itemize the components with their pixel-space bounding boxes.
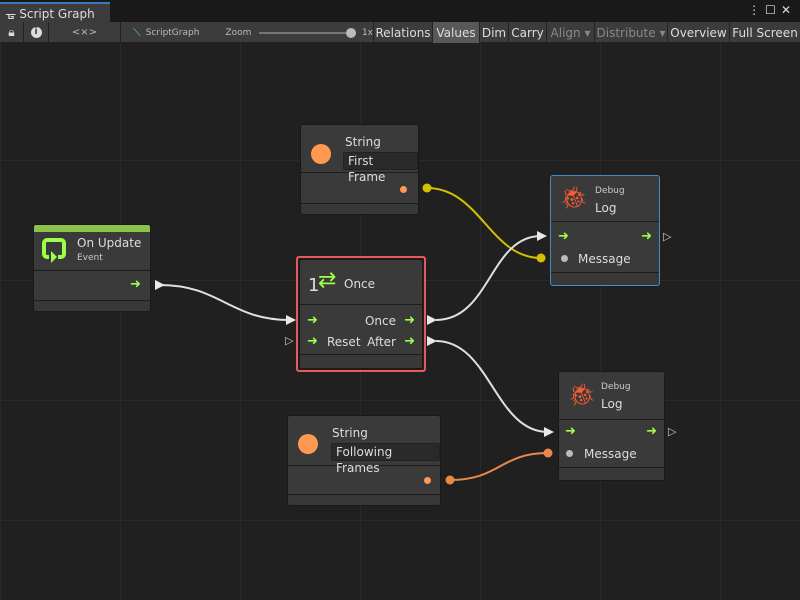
on-update-node[interactable]: On Update Event ➜ xyxy=(33,224,151,312)
node-footer xyxy=(288,494,440,505)
embed-button[interactable]: <×> xyxy=(49,22,121,43)
exit-arrow-icon: ➜ xyxy=(641,229,652,244)
lock-icon: 🔒︎ xyxy=(8,25,15,39)
node-subtitle: Debug xyxy=(595,186,625,196)
log2-exit-port[interactable]: ▷ xyxy=(668,425,677,438)
once-node[interactable]: 1 ⇄ Once ➜ Once ➜ ➜ Reset After ➜ xyxy=(299,259,423,369)
node-footer xyxy=(34,300,150,311)
debug-log-node-2[interactable]: 🐞︎ Debug Log ➜ ➜ Message xyxy=(558,371,665,481)
node-subtitle: Event xyxy=(77,253,103,263)
node-title: String xyxy=(345,135,381,149)
once-enter-port[interactable] xyxy=(286,315,296,325)
string-icon xyxy=(311,144,331,164)
maximize-icon[interactable]: ☐ xyxy=(765,3,781,17)
graph-icon: ⟍ xyxy=(133,25,141,39)
hierarchy-icon: ᚗ xyxy=(6,7,20,21)
zoom-slider[interactable] xyxy=(259,27,356,38)
log2-enter-port[interactable] xyxy=(544,427,554,437)
port-string2-out[interactable] xyxy=(445,475,455,485)
after-out-arrow-icon: ➜ xyxy=(404,334,415,349)
message-label: Message xyxy=(578,252,631,266)
node-footer xyxy=(559,467,664,480)
enter-arrow-icon: ➜ xyxy=(565,424,576,439)
zoom-value: 1x xyxy=(361,27,373,38)
on-update-trigger-port[interactable] xyxy=(155,280,165,290)
exit-arrow-icon: ➜ xyxy=(646,424,657,439)
node-title: Log xyxy=(601,397,623,411)
update-loop-icon xyxy=(42,238,66,263)
edge-onupdate-to-once[interactable] xyxy=(159,284,291,321)
message-label: Message xyxy=(584,447,637,461)
node-footer xyxy=(300,354,422,368)
node-footer xyxy=(551,272,659,285)
after-output-port[interactable] xyxy=(427,336,437,346)
zoom-label: Zoom xyxy=(225,27,252,38)
dim-button[interactable]: Dim xyxy=(480,22,509,43)
node-footer xyxy=(301,203,418,214)
node-title: Log xyxy=(595,201,617,215)
port-string1-out[interactable] xyxy=(422,183,432,193)
node-title: String xyxy=(332,426,368,440)
reset-arrow-icon: ➜ xyxy=(307,334,318,349)
port-log1-message-in[interactable] xyxy=(536,253,546,263)
full-screen-button[interactable]: Full Screen xyxy=(732,25,798,40)
output-value-dot xyxy=(400,186,407,193)
log1-enter-port[interactable] xyxy=(537,231,547,241)
info-icon: i xyxy=(30,27,42,38)
toolbar: 🔒︎ i <×> ⟍ ScriptGraph Zoom 1x Relations… xyxy=(0,22,800,43)
tab-bar: ᚗ Script Graph ⋮☐✕ xyxy=(0,0,800,23)
node-title: Once xyxy=(344,277,376,291)
node-subtitle: Debug xyxy=(601,382,631,392)
window-controls: ⋮☐✕ xyxy=(748,3,796,17)
once-output-port[interactable] xyxy=(427,315,437,325)
node-title: On Update xyxy=(77,236,142,250)
info-button[interactable]: i xyxy=(24,22,49,43)
output-value-dot xyxy=(424,477,431,484)
string-node-following-frames[interactable]: String Following Frames xyxy=(287,415,441,506)
message-dot xyxy=(561,255,568,262)
relations-button[interactable]: Relations xyxy=(374,22,433,43)
string-node-first-frame[interactable]: String First Frame xyxy=(300,124,419,215)
once-icon-number: 1 xyxy=(308,275,320,296)
overview-button[interactable]: Overview xyxy=(668,22,730,43)
message-dot xyxy=(566,450,573,457)
edge-string1-to-log1-message[interactable] xyxy=(426,187,542,259)
close-icon[interactable]: ✕ xyxy=(780,3,796,17)
flow-out-arrow-icon: ➜ xyxy=(130,277,141,292)
align-dropdown[interactable]: Align ▾ xyxy=(547,22,595,43)
event-color-bar xyxy=(34,225,150,232)
selection-outline xyxy=(296,256,426,372)
zoom-slider-handle[interactable] xyxy=(345,27,356,38)
carry-button[interactable]: Carry xyxy=(509,22,547,43)
once-output-label: Once xyxy=(364,314,396,328)
enter-arrow-icon: ➜ xyxy=(307,313,318,328)
log1-exit-port[interactable]: ▷ xyxy=(663,230,672,243)
once-cycle-icon: ⇄ xyxy=(318,268,337,293)
once-reset-port[interactable]: ▷ xyxy=(285,334,294,347)
edge-string2-to-log2-message[interactable] xyxy=(449,452,549,481)
after-output-label: After xyxy=(367,335,396,349)
string-icon xyxy=(298,434,318,454)
string-value-field[interactable]: Following Frames xyxy=(331,443,440,475)
more-menu-icon[interactable]: ⋮ xyxy=(748,3,766,17)
once-out-arrow-icon: ➜ xyxy=(404,313,415,328)
edge-once-to-log1[interactable] xyxy=(435,235,542,321)
distribute-dropdown[interactable]: Distribute ▾ xyxy=(595,22,668,43)
debug-bug-icon: 🐞︎ xyxy=(560,186,588,211)
debug-bug-icon: 🐞︎ xyxy=(568,383,596,408)
tab-script-graph[interactable]: ᚗ Script Graph xyxy=(0,2,110,23)
port-log2-message-in[interactable] xyxy=(543,448,553,458)
debug-log-node-1[interactable]: 🐞︎ Debug Log ➜ ➜ Message xyxy=(550,175,660,286)
reset-input-label: Reset xyxy=(327,335,361,349)
lock-button[interactable]: 🔒︎ xyxy=(0,22,24,43)
graph-name-link[interactable]: ScriptGraph xyxy=(145,27,200,38)
enter-arrow-icon: ➜ xyxy=(558,229,569,244)
string-value-field[interactable]: First Frame xyxy=(343,152,418,184)
edge-after-to-log2[interactable] xyxy=(435,340,549,433)
graph-breadcrumb: ⟍ ScriptGraph Zoom 1x xyxy=(121,22,374,43)
values-button[interactable]: Values xyxy=(433,22,480,43)
